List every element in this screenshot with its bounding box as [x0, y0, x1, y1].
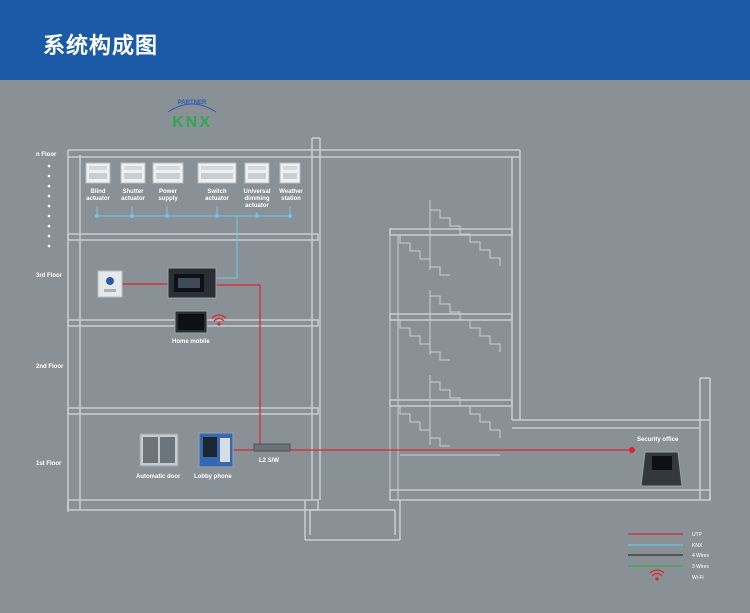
utp-node-dot — [629, 447, 635, 453]
floor-label-3rd: 3rd Floor — [36, 273, 63, 279]
module-shutter-label-1: Shutter — [123, 189, 145, 195]
legend-knx-label: KNX — [692, 543, 703, 549]
module-dimming-label-2: dimming — [245, 196, 270, 202]
security-office-label: Security office — [637, 437, 679, 443]
lobby-phone-label: Lobby phone — [194, 474, 232, 480]
header-bar: 系统构成图 — [0, 0, 750, 80]
knx-module-universal-dimming-actuator — [244, 162, 270, 184]
legend: UTP KNX 4 Wires 3 Wires Wi-Fi — [628, 532, 709, 581]
floor-label-1st: 1st Floor — [36, 461, 62, 467]
module-blind-label-1: Blind — [91, 189, 106, 195]
floor-label-n: n Floor — [36, 152, 57, 158]
knx-module-weather-station — [279, 162, 301, 184]
staircase — [389, 200, 501, 500]
module-power-label-1: Power — [159, 189, 178, 195]
indoor-monitor-3rd — [167, 267, 217, 299]
knx-module-power-supply — [152, 162, 184, 184]
module-weather-label-1: Weather — [279, 189, 303, 195]
module-power-label-2: supply — [158, 196, 178, 202]
module-switch-label-1: Switch — [207, 189, 227, 195]
floor-label-2nd: 2nd Floor — [36, 364, 64, 370]
knx-bus — [96, 206, 291, 279]
utp-lines — [122, 283, 632, 451]
knx-connection-dots — [95, 214, 292, 218]
lobby-phone-device — [198, 432, 234, 468]
knx-module-shutter-actuator — [120, 162, 146, 184]
security-office-terminal — [640, 451, 683, 487]
home-mobile-device — [174, 310, 208, 334]
module-blind-label-2: actuator — [86, 196, 110, 202]
page-title: 系统构成图 — [43, 34, 159, 59]
legend-4wires-label: 4 Wires — [692, 553, 709, 559]
module-dimming-label-1: Universal — [243, 189, 270, 195]
knx-module-blind-actuator — [85, 162, 111, 184]
legend-wifi-icon — [649, 569, 665, 581]
system-diagram: PARTNER KNX n Floor 3rd Floor 2nd Floor … — [36, 100, 711, 581]
home-mobile-wifi-icon — [211, 314, 227, 326]
logo-knx-text: KNX — [172, 114, 212, 131]
knx-partner-logo: PARTNER KNX — [167, 100, 217, 131]
module-switch-label-2: actuator — [205, 196, 229, 202]
legend-3wires-label: 3 Wires — [692, 564, 709, 570]
l2-switch-device — [253, 443, 291, 452]
legend-wifi-label: Wi-Fi — [692, 575, 704, 581]
module-dimming-label-3: actuator — [245, 203, 269, 209]
automatic-door-device — [139, 433, 179, 467]
floor-dots — [47, 164, 51, 248]
home-mobile-label: Home mobile — [172, 339, 210, 345]
outdoor-station-device — [97, 270, 123, 298]
module-weather-label-2: station — [281, 196, 301, 202]
legend-utp-label: UTP — [692, 532, 703, 538]
l2-switch-label: L2 S/W — [259, 458, 279, 464]
knx-module-switch-actuator — [197, 162, 237, 184]
logo-partner-text: PARTNER — [178, 100, 207, 106]
automatic-door-label: Automatic door — [136, 474, 181, 480]
module-shutter-label-2: actuator — [121, 196, 145, 202]
